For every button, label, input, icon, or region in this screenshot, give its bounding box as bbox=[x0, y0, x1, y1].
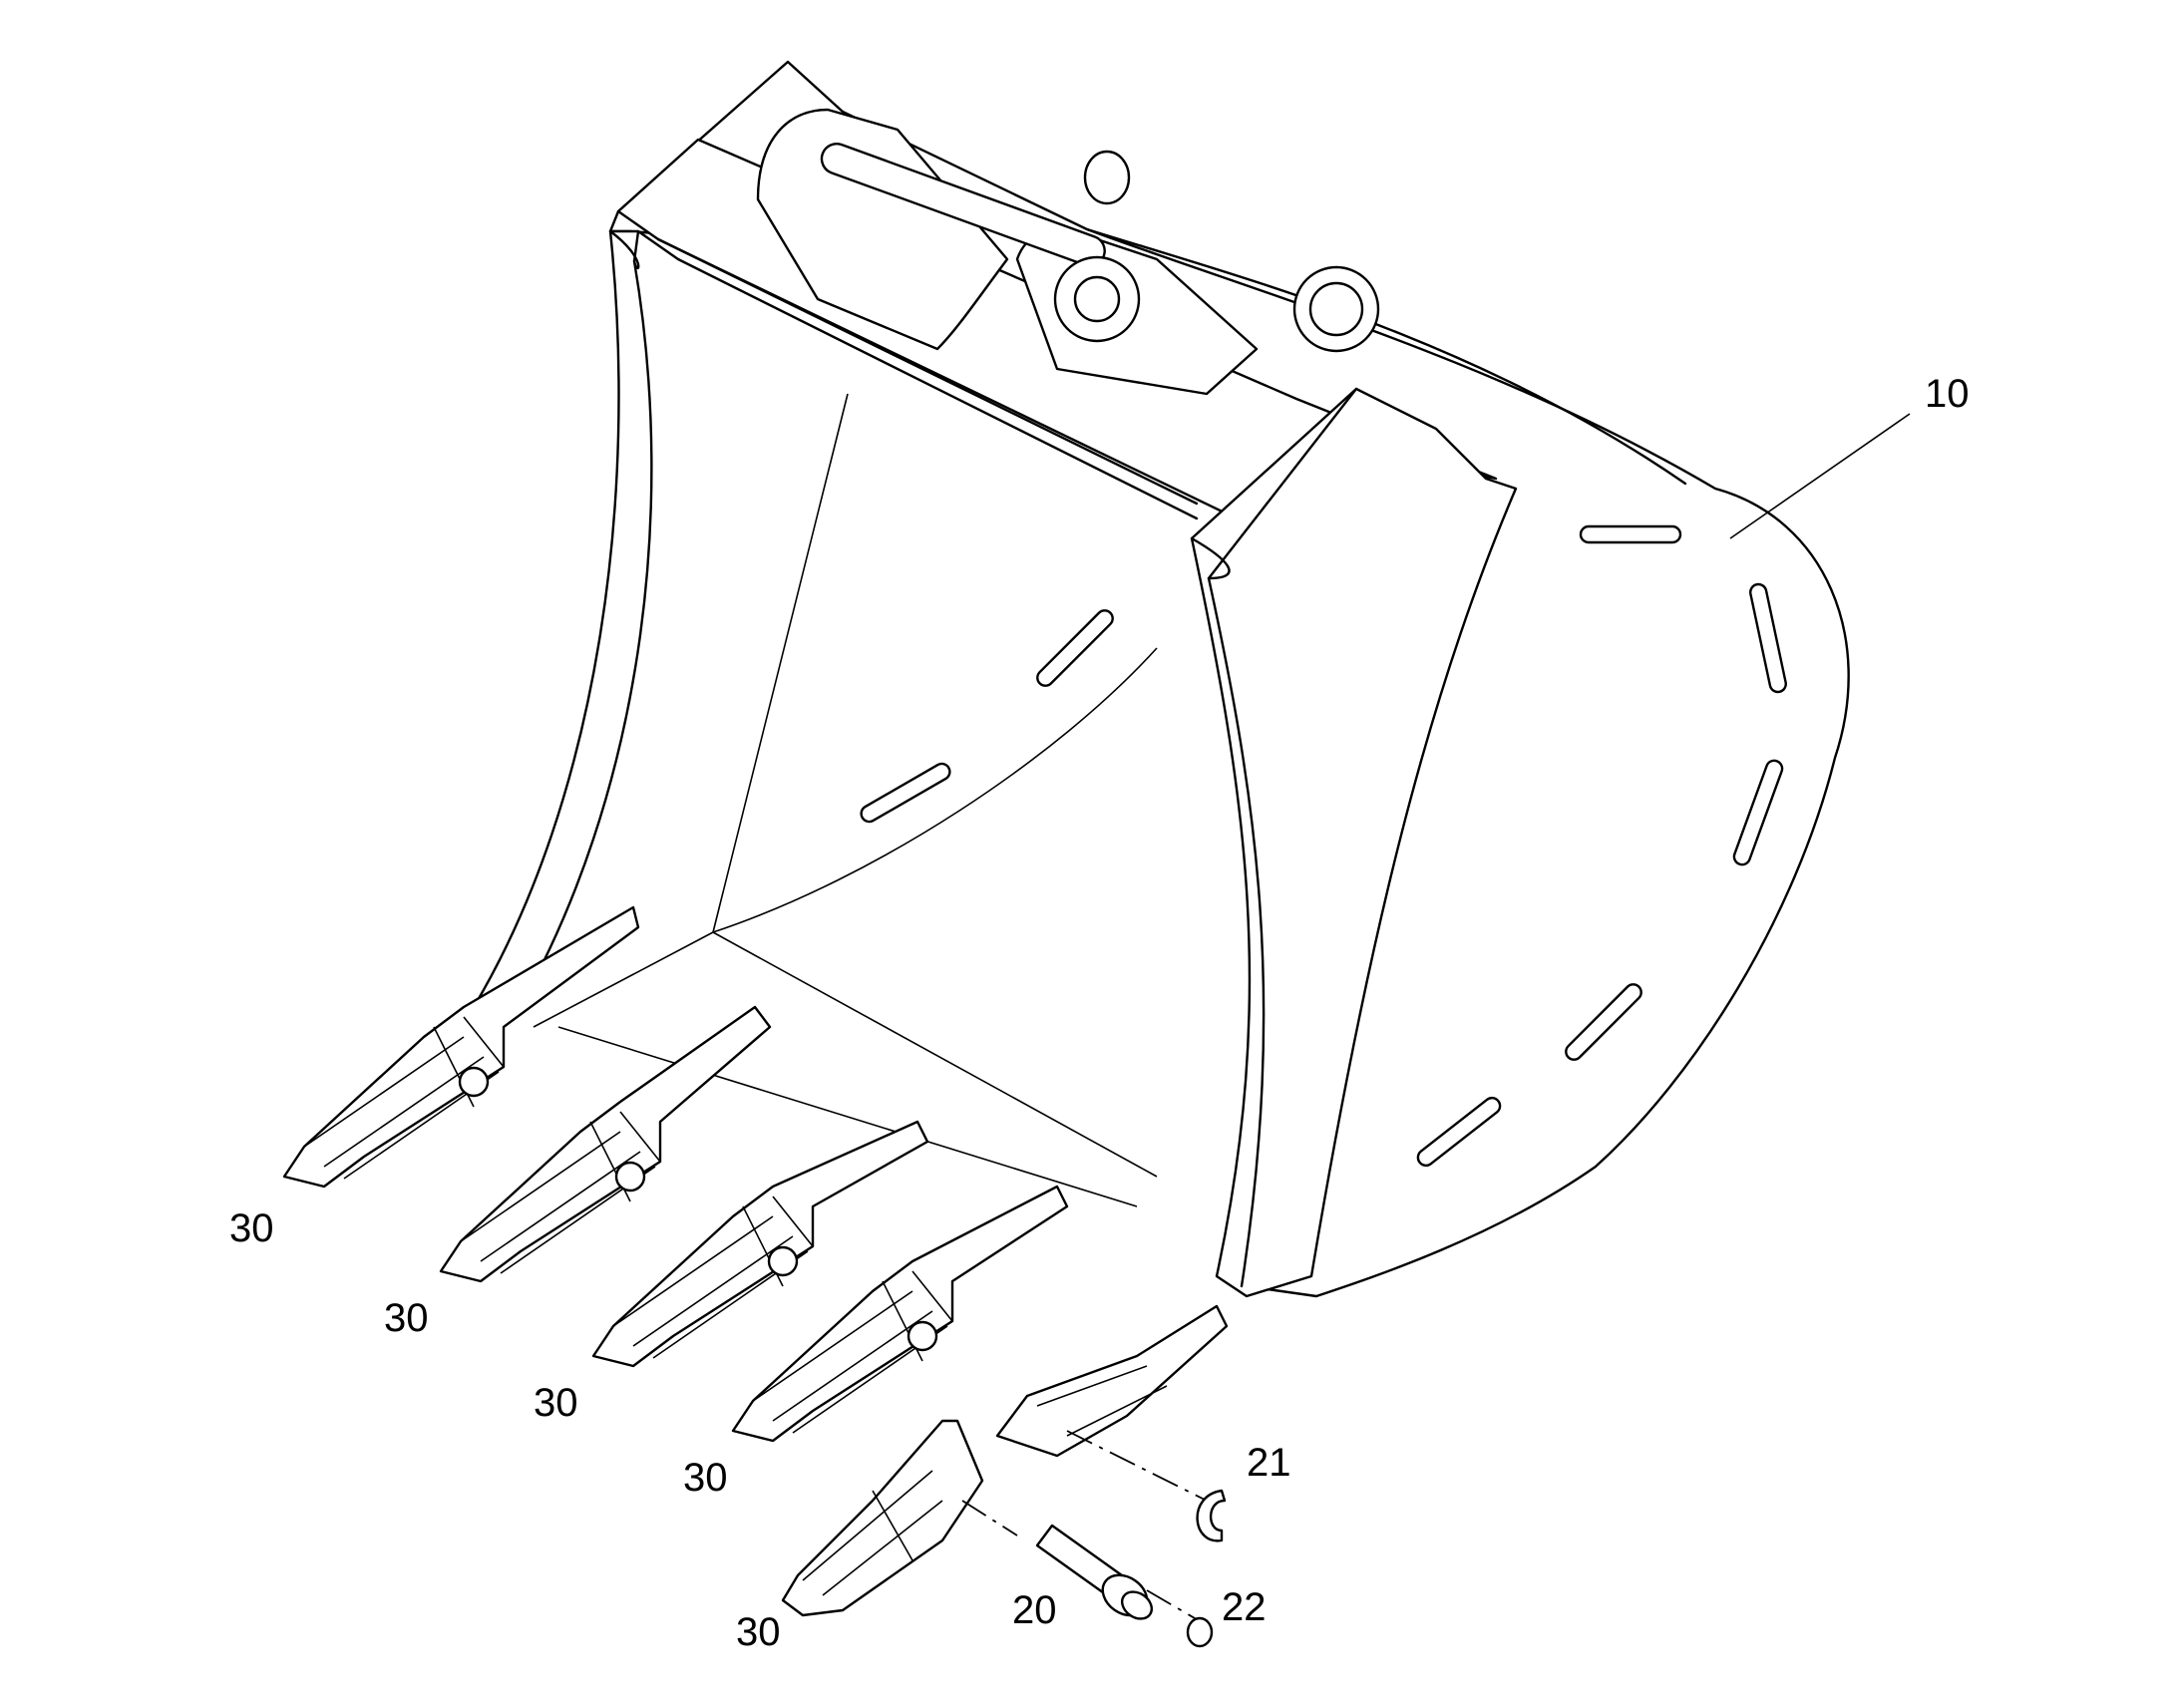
tooth-30c bbox=[591, 1120, 929, 1368]
tooth-30a bbox=[282, 905, 640, 1189]
callout-30-d: 30 bbox=[683, 1456, 728, 1500]
callout-20: 20 bbox=[1012, 1588, 1057, 1632]
callout-22: 22 bbox=[1222, 1585, 1267, 1629]
callout-10: 10 bbox=[1925, 372, 1970, 416]
callout-30-b: 30 bbox=[384, 1296, 429, 1340]
hinge-bracket bbox=[756, 108, 1380, 396]
leader-10 bbox=[1729, 413, 1911, 539]
callout-30-c: 30 bbox=[534, 1381, 578, 1425]
bucket-body bbox=[472, 60, 1850, 1298]
callout-21: 21 bbox=[1247, 1441, 1291, 1485]
plug-22 bbox=[1186, 1616, 1214, 1648]
callout-30-e: 30 bbox=[736, 1610, 781, 1654]
dashed-assembly-lines bbox=[961, 1430, 1208, 1626]
callout-30-a: 30 bbox=[229, 1206, 274, 1250]
side-adapter bbox=[995, 1304, 1229, 1458]
tooth-30b bbox=[439, 1005, 772, 1283]
inner-floor-line bbox=[712, 931, 1158, 1178]
inner-back-edge bbox=[712, 393, 849, 933]
wear-slots bbox=[860, 524, 1787, 1168]
retainer-21 bbox=[1196, 1489, 1227, 1542]
pin-20 bbox=[1035, 1524, 1154, 1620]
left-side-plate-front bbox=[472, 229, 653, 1011]
right-side-plate bbox=[1190, 387, 1518, 1298]
tooth-30e-exploded bbox=[781, 1419, 984, 1617]
tooth-30d bbox=[731, 1185, 1069, 1443]
